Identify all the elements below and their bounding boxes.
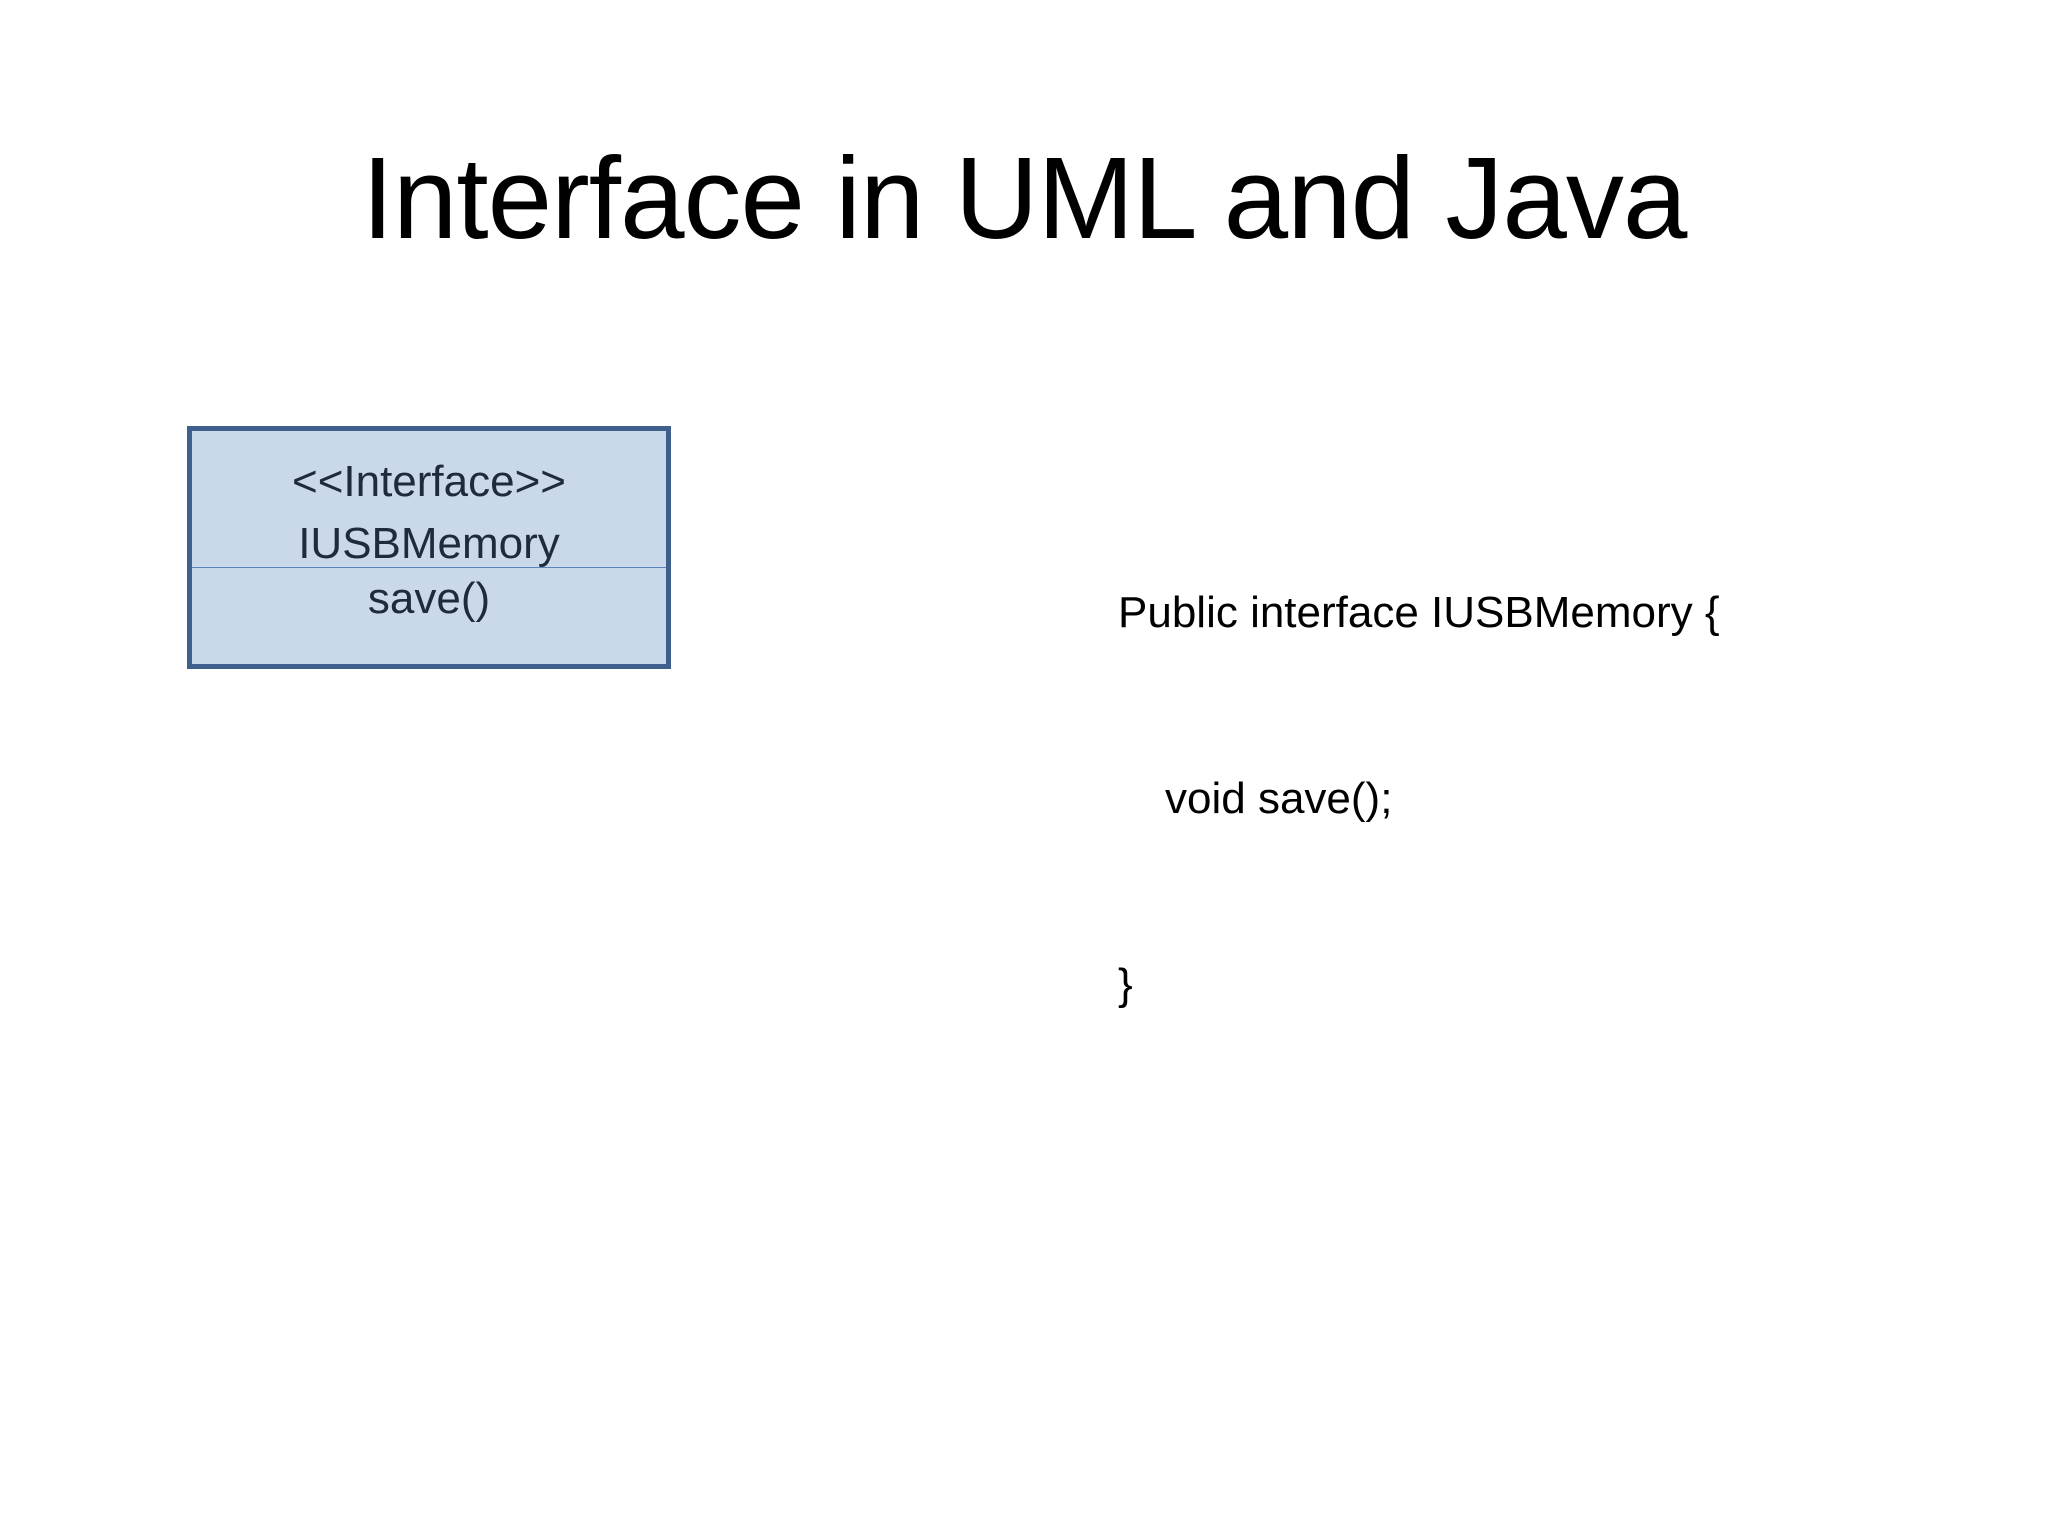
- uml-interface-box: <<Interface>> IUSBMemory save(): [187, 426, 671, 669]
- uml-interface-name: IUSBMemory: [298, 519, 560, 568]
- code-line: }: [1118, 960, 1133, 1009]
- uml-stereotype: <<Interface>>: [292, 457, 566, 506]
- uml-method: save(): [367, 574, 491, 623]
- uml-header-compartment: <<Interface>> IUSBMemory: [192, 431, 666, 568]
- slide-title: Interface in UML and Java: [361, 133, 1688, 263]
- code-line: Public interface IUSBMemory {: [1118, 588, 1720, 637]
- java-code-block: Public interface IUSBMemory { void save(…: [1118, 458, 1720, 1078]
- uml-methods-compartment: save(): [192, 568, 666, 630]
- code-line: void save();: [1165, 774, 1393, 823]
